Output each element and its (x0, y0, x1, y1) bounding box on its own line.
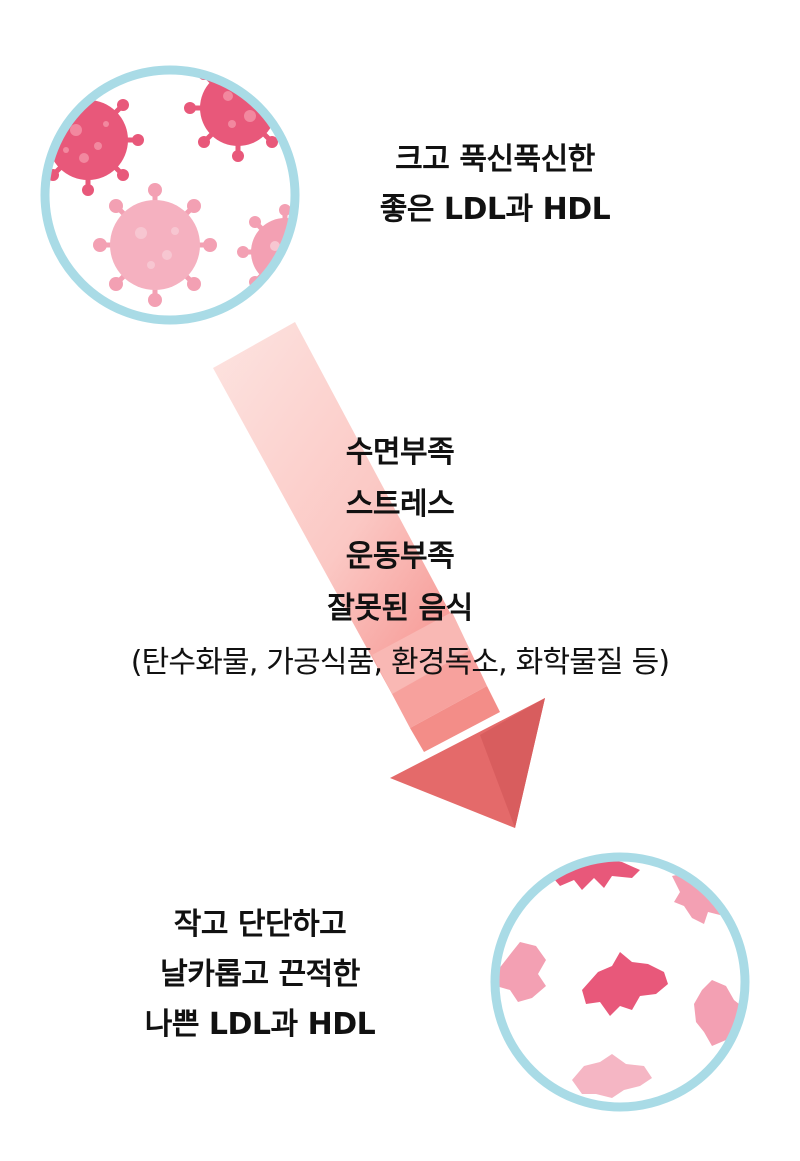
sharp-particle-icon (496, 942, 546, 1002)
cause-item: 수면부족 (345, 435, 455, 470)
trend-arrow (213, 322, 545, 828)
damaged-caption-line-2: 날카롭고 끈적한 (160, 957, 360, 992)
arrow-band-1 (372, 612, 470, 694)
cause-item: 잘못된 음식 (327, 591, 473, 626)
fluffy-particle-icon (45, 84, 144, 196)
healthy-particles-circle (40, 65, 300, 325)
arrow-band-3 (410, 686, 500, 752)
cause-item: 운동부족 (345, 539, 455, 574)
causes-list: 수면부족 스트레스 운동부족 잘못된 음식 (탄수화물, 가공식품, 환경독소,… (0, 427, 800, 691)
cause-item: 스트레스 (345, 487, 455, 522)
sharp-particle-icon (582, 952, 668, 1016)
healthy-caption-line-1: 크고 푹신푹신한 (395, 142, 595, 177)
damaged-caption: 작고 단단하고 날카롭고 끈적한 나쁜 LDL과 HDL (70, 900, 450, 1050)
healthy-caption: 크고 푹신푹신한 좋은 LDL과 HDL (330, 135, 660, 235)
healthy-caption-line-2: 좋은 LDL과 HDL (379, 192, 611, 227)
arrow-head-shade (480, 698, 545, 828)
damaged-caption-line-3: 나쁜 LDL과 HDL (144, 1007, 376, 1042)
damaged-caption-line-1: 작고 단단하고 (173, 907, 347, 942)
arrow-band-2 (392, 650, 487, 728)
causes-note: (탄수화물, 가공식품, 환경독소, 화학물질 등) (130, 645, 670, 680)
sharp-particle-icon (572, 1054, 652, 1098)
damaged-particles-circle (490, 852, 750, 1112)
fluffy-particle-icon (93, 183, 217, 307)
arrow-shaft (213, 322, 470, 694)
